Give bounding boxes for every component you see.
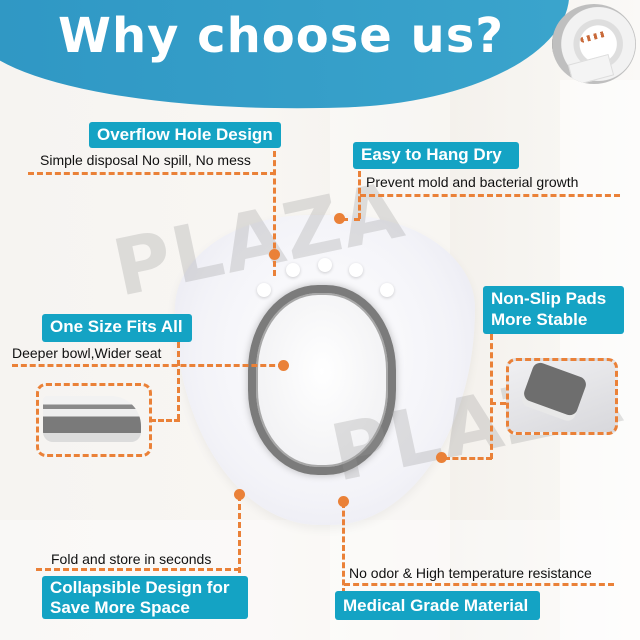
callout-dot xyxy=(338,496,349,507)
feature-desc-medical: No odor & High temperature resistance xyxy=(349,565,592,581)
towel-icon xyxy=(567,53,615,84)
feature-desc-overflow-hole: Simple disposal No spill, No mess xyxy=(40,152,251,168)
callout-line xyxy=(238,495,241,573)
callout-line xyxy=(490,402,506,405)
overflow-hole-icon xyxy=(349,263,363,277)
non-slip-pad-image xyxy=(521,361,589,418)
callout-line xyxy=(28,172,276,175)
callout-line xyxy=(273,151,276,276)
callout-line xyxy=(342,218,360,221)
non-slip-pad-inset xyxy=(506,358,618,435)
overflow-hole-icon xyxy=(318,258,332,272)
overflow-holes-icon xyxy=(579,30,607,44)
feature-label-non-slip: Non-Slip Pads More Stable xyxy=(483,286,624,334)
collapsed-bowl-inset xyxy=(36,383,152,457)
callout-line xyxy=(342,502,345,594)
overflow-hole-icon xyxy=(257,283,271,297)
feature-label-collapsible: Collapsible Design for Save More Space xyxy=(42,576,248,619)
callout-dot xyxy=(436,452,447,463)
callout-line xyxy=(177,342,180,420)
overflow-hole-icon xyxy=(286,263,300,277)
feature-label-line: Save More Space xyxy=(50,598,190,617)
product-thumbnail xyxy=(552,4,636,84)
collapsed-bowl-image xyxy=(43,396,141,442)
page-title: Why choose us? xyxy=(58,8,505,64)
feature-label-line: More Stable xyxy=(491,310,588,329)
callout-line xyxy=(36,568,240,571)
callout-line xyxy=(150,419,180,422)
callout-line xyxy=(444,457,492,460)
callout-dot xyxy=(334,213,345,224)
feature-desc-hang-dry: Prevent mold and bacterial growth xyxy=(366,174,579,190)
callout-dot xyxy=(278,360,289,371)
product-bowl xyxy=(248,285,396,475)
callout-line xyxy=(360,194,620,197)
feature-label-line: Collapsible Design for xyxy=(50,578,230,597)
feature-label-medical: Medical Grade Material xyxy=(335,591,540,620)
callout-dot xyxy=(269,249,280,260)
feature-desc-collapsible: Fold and store in seconds xyxy=(51,551,212,567)
callout-dot xyxy=(234,489,245,500)
feature-desc-one-size: Deeper bowl,Wider seat xyxy=(12,345,162,361)
overflow-hole-icon xyxy=(380,283,394,297)
feature-label-line: Non-Slip Pads xyxy=(491,289,607,308)
callout-line xyxy=(344,583,614,586)
feature-label-one-size: One Size Fits All xyxy=(42,314,192,342)
callout-line xyxy=(490,334,493,459)
feature-label-overflow-hole: Overflow Hole Design xyxy=(89,122,281,148)
callout-line xyxy=(12,364,284,367)
feature-label-hang-dry: Easy to Hang Dry xyxy=(353,142,519,169)
callout-line xyxy=(358,171,361,219)
